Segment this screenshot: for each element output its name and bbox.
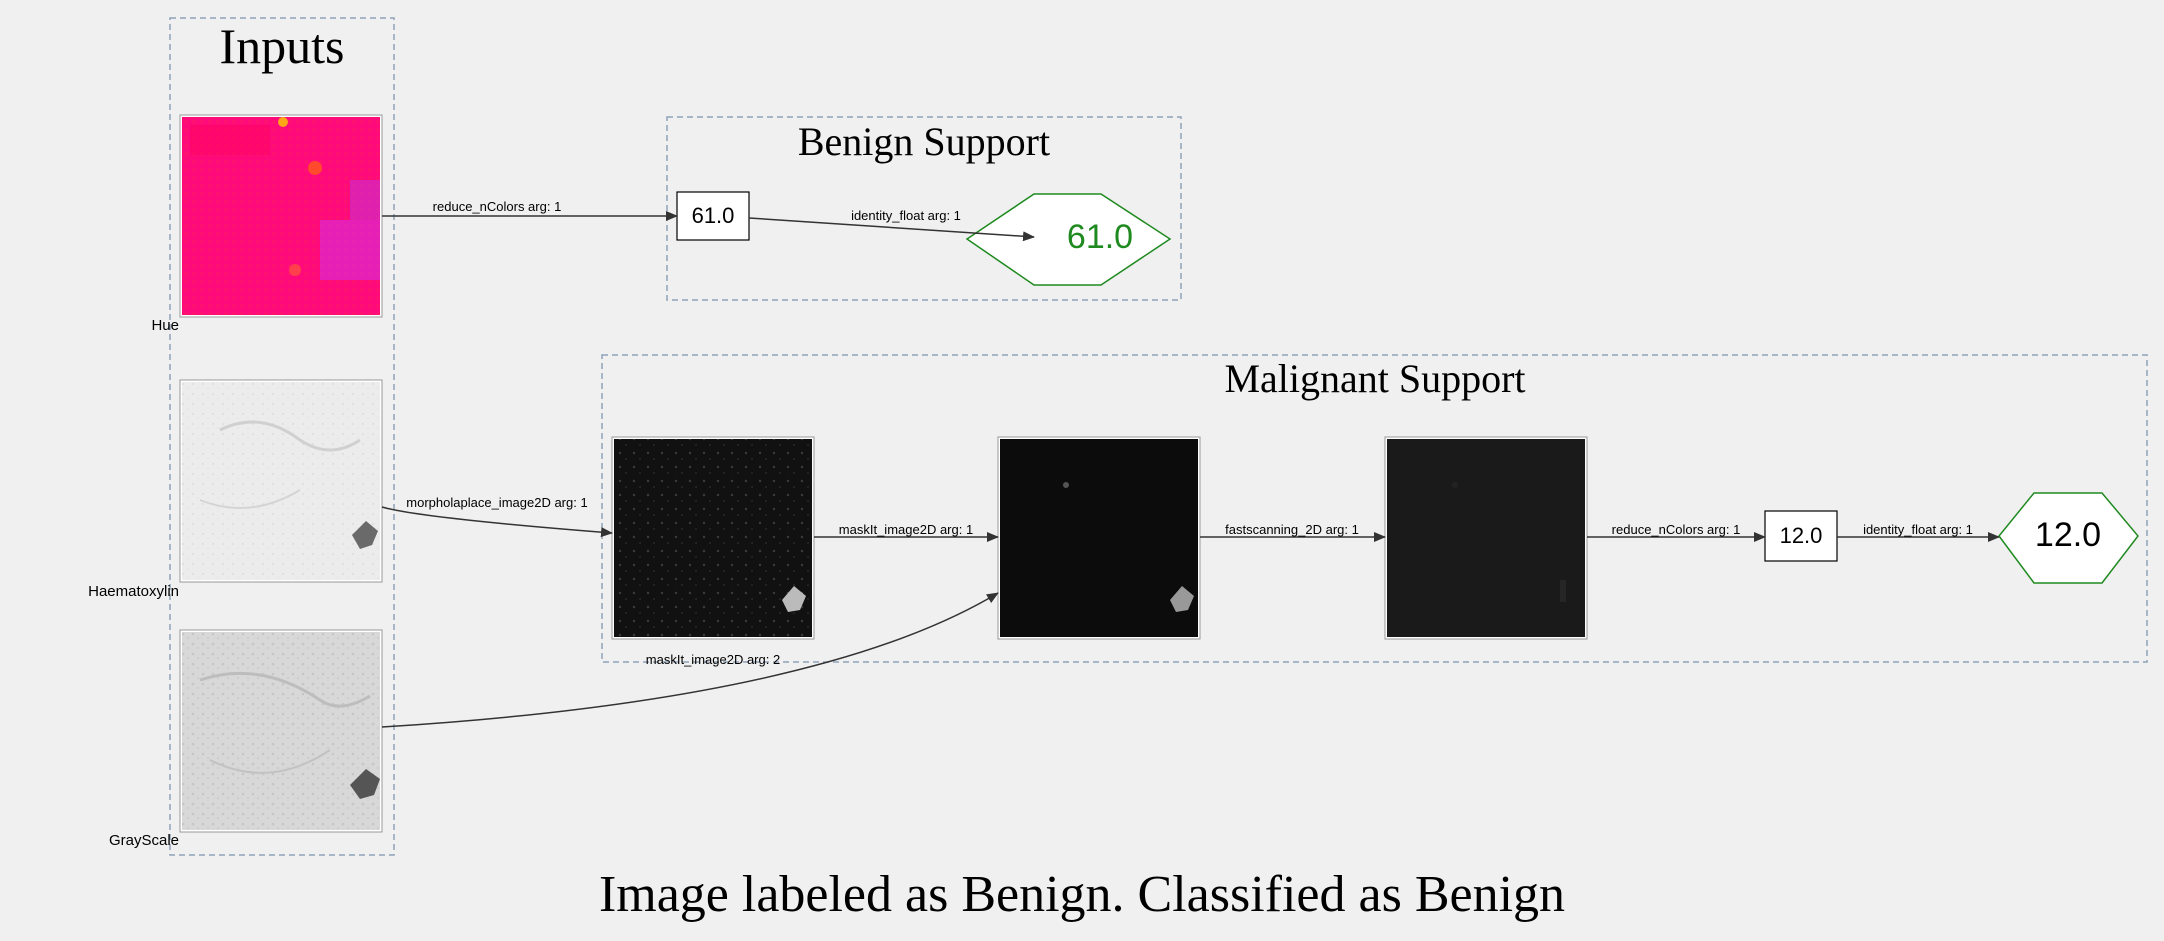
inputs-cluster-title: Inputs — [220, 18, 345, 74]
hue-image-node — [179, 114, 383, 318]
edge-label-grayscale-to-maskit: maskIt_image2D arg: 2 — [646, 652, 780, 667]
malignant-cluster: Malignant Support — [601, 354, 2148, 663]
hue-label: Hue — [151, 317, 179, 334]
fastscanning-image — [1387, 439, 1585, 637]
benign-cluster: Benign Support — [666, 116, 1182, 301]
grayscale-label: GrayScale — [109, 832, 179, 849]
maskit-image — [1000, 439, 1198, 637]
edge-label-value-to-result: identity_float arg: 1 — [851, 208, 961, 223]
edge-label-value-to-malignant-result: identity_float arg: 1 — [1863, 522, 1973, 537]
malignant-result-node: 12.0 — [1998, 492, 2139, 584]
benign-value-node: 61.0 — [676, 191, 750, 241]
benign-value: 61.0 — [692, 203, 735, 228]
inputs-cluster-border — [169, 17, 395, 856]
fastscanning-image-node — [1384, 436, 1588, 640]
benign-result-node: 61.0 — [965, 193, 1172, 286]
classification-caption: Image labeled as Benign. Classified as B… — [599, 866, 1565, 923]
grayscale-image — [182, 632, 380, 830]
haematoxylin-image-node — [179, 379, 383, 583]
edge-label-maskit-to-fastscanning: fastscanning_2D arg: 1 — [1225, 522, 1359, 537]
benign-cluster-border — [666, 116, 1182, 301]
benign-cluster-title: Benign Support — [798, 119, 1050, 164]
edge-label-fastscanning-to-value: reduce_nColors arg: 1 — [1612, 522, 1741, 537]
malignant-result: 12.0 — [2035, 516, 2101, 554]
haematoxylin-image — [182, 382, 380, 580]
edge-value-to-result — [748, 217, 1035, 242]
edge-label-haematoxylin-to-morpholaplace: morpholaplace_image2D arg: 1 — [406, 495, 587, 510]
morpholaplace-image-node — [611, 436, 815, 640]
edge-label-hue-to-value: reduce_nColors arg: 1 — [433, 199, 562, 214]
grayscale-image-node — [179, 629, 383, 833]
edge-label-morpholaplace-to-maskit: maskIt_image2D arg: 1 — [839, 522, 973, 537]
haematoxylin-label: Haematoxylin — [88, 583, 179, 600]
maskit-image-node — [997, 436, 1201, 640]
hue-image — [182, 117, 380, 315]
malignant-value: 12.0 — [1780, 523, 1823, 548]
inputs-cluster: Inputs — [169, 17, 395, 856]
edges: reduce_nColors arg: 1 identity_float arg… — [381, 199, 2000, 728]
edge-grayscale-to-maskit — [381, 592, 999, 728]
edge-haematoxylin-to-morpholaplace — [381, 506, 613, 538]
malignant-value-node: 12.0 — [1764, 510, 1838, 562]
malignant-cluster-title: Malignant Support — [1224, 356, 1525, 401]
morpholaplace-image — [614, 439, 812, 637]
malignant-cluster-border — [601, 354, 2148, 663]
benign-result: 61.0 — [1067, 218, 1133, 256]
